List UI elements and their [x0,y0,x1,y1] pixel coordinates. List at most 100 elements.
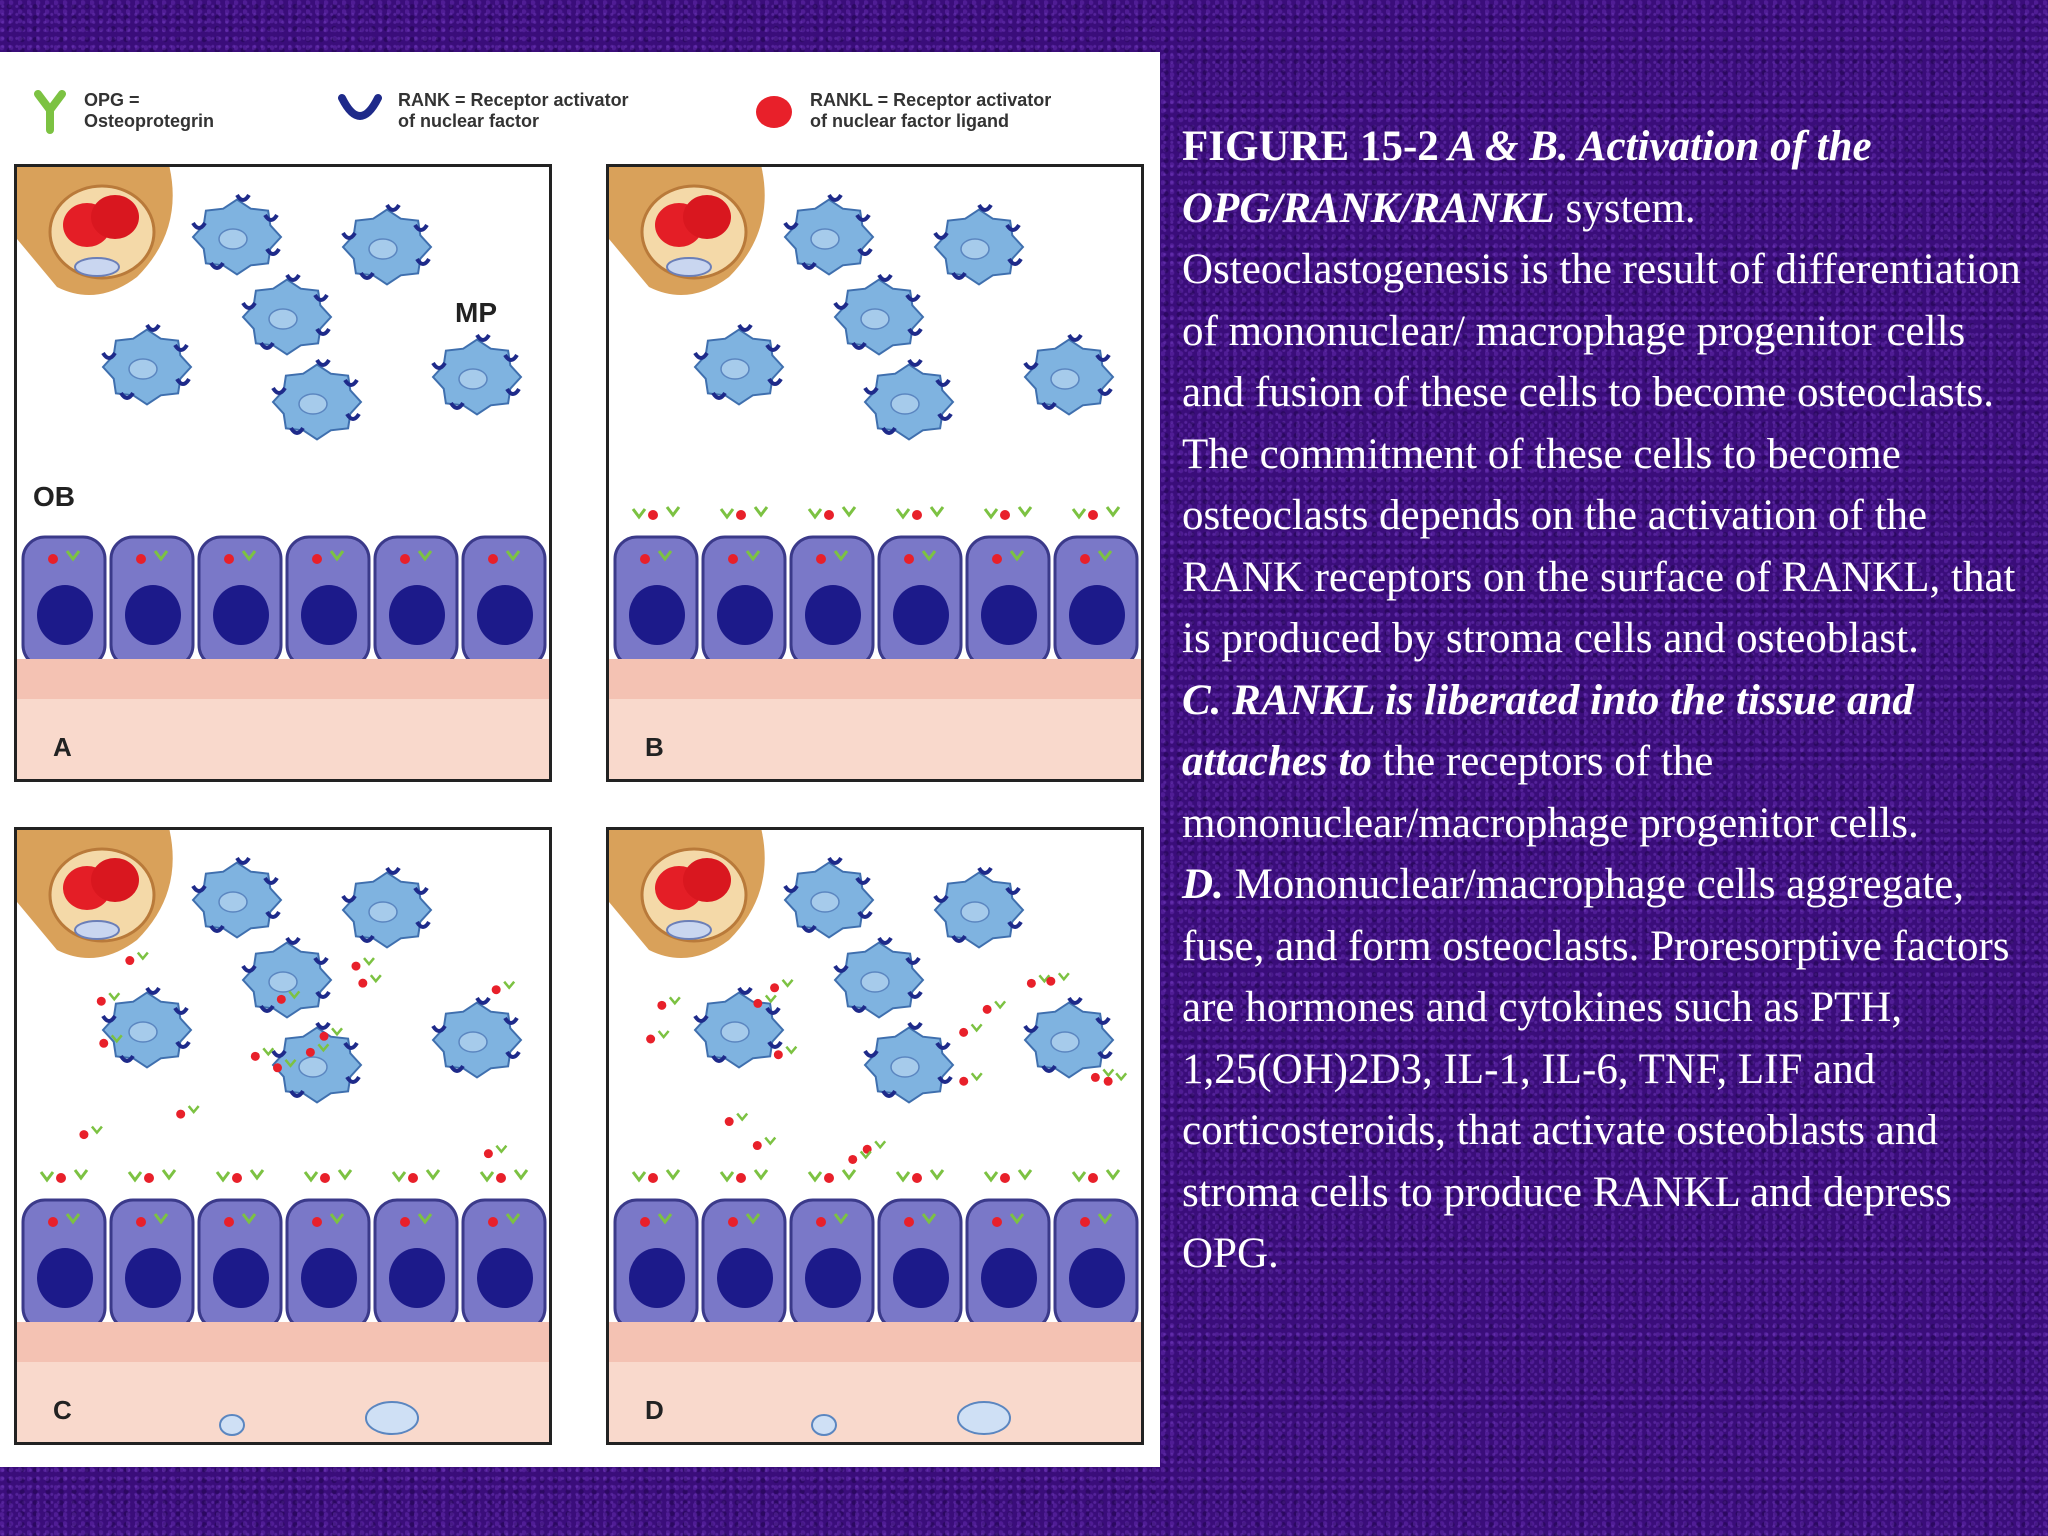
rank-receptor [1097,1050,1113,1059]
rank-receptor [475,333,491,342]
macrophage-cell [101,323,193,406]
free-rankl-ligand [752,1141,762,1151]
macrophage-cell [863,1021,955,1104]
macrophage-cell [863,358,955,441]
figure-image: OPG = Osteoprotegrin RANK = Receptor act… [0,52,1160,1467]
rankl-ligand [816,554,826,564]
rank-receptor [1005,223,1021,232]
caption-d-text: Mononuclear/macrophage cells aggregate, … [1182,861,2010,1277]
free-opg-molecule [719,1171,735,1183]
rank-receptor [449,401,465,410]
free-opg-molecule [807,1171,823,1183]
rank-receptor [415,920,431,929]
free-rankl-ligand [496,1173,506,1183]
free-opg-molecule [1115,1072,1128,1082]
osteoblast-nucleus [213,585,269,645]
rank-receptor [1067,333,1083,342]
rank-receptor [851,1004,867,1013]
free-opg-molecule [1071,1171,1087,1183]
macrophage-cell [783,193,875,276]
free-opg-molecule [479,1171,495,1183]
rank-receptor [343,378,359,387]
free-opg-molecule [668,996,681,1006]
free-opg-molecule [719,508,735,520]
free-opg-molecule [249,1169,265,1181]
rank-receptor [271,386,287,395]
cell-nucleus [810,228,840,250]
rank-receptor [881,1089,897,1098]
rank-receptor [907,990,923,999]
cell-nucleus [268,971,298,993]
rankl-ligand [1080,554,1090,564]
rank-receptor [175,1040,191,1049]
rank-receptor [877,936,893,945]
free-rankl-ligand [912,1173,922,1183]
rank-receptor [505,387,521,396]
cell-nucleus [860,308,890,330]
rank-receptor [877,273,893,282]
rankl-ligand [992,1217,1002,1227]
free-opg-molecule [284,1058,297,1068]
cell-nucleus [128,358,158,380]
free-opg-molecule [764,1136,777,1146]
panel-d-label: D [645,1395,664,1425]
cell-nucleus [890,1056,920,1078]
rank-receptor [259,341,275,350]
macrophage-cell [341,203,433,286]
rankl-ligand [728,554,738,564]
blood-vessel [609,167,765,295]
caption-c-heading: C. RANKL is liberated into the tissue an… [1182,676,1914,786]
rankl-ligand [640,1217,650,1227]
rank-receptor [505,1050,521,1059]
rankl-ligand [312,1217,322,1227]
cell-nucleus [298,1056,328,1078]
rank-receptor [737,986,753,995]
legend: OPG = Osteoprotegrin RANK = Receptor act… [0,52,1160,162]
bone-matrix [17,699,549,779]
rank-receptor [313,293,329,302]
rank-receptor [385,866,401,875]
rank-receptor [851,341,867,350]
rankl-ligand [904,1217,914,1227]
rank-receptor [191,221,207,230]
bone-matrix [17,1362,549,1442]
rank-receptor [359,271,375,280]
macrophage-cell [271,1021,363,1104]
rank-receptor [235,856,251,865]
free-rankl-ligand [657,1000,667,1010]
rank-receptor [101,1014,117,1023]
legend-opg-text: OPG = Osteoprotegrin [84,90,215,131]
legend-rankl-text: RANKL = Receptor activator of nuclear fa… [810,90,1052,131]
rank-receptor [935,378,951,387]
free-opg-molecule [874,1140,887,1150]
cell-nucleus [128,1021,158,1043]
cell-nucleus [368,901,398,923]
rank-receptor [801,261,817,270]
rank-receptor [259,1004,275,1013]
free-rankl-ligand [1088,1173,1098,1183]
rank-receptor [265,247,281,256]
macrophage-cell [1023,996,1115,1079]
rank-receptor [1095,353,1111,362]
cell-nucleus [1050,368,1080,390]
free-rankl-ligand [848,1154,858,1164]
rank-receptor [145,323,161,332]
rank-receptor [263,876,279,885]
bone-matrix [609,1362,1141,1442]
free-rankl-ligand [96,996,106,1006]
panel-d: D [606,827,1144,1445]
panel-b-label: B [645,732,664,762]
rank-receptor [1023,1024,1039,1033]
legend-rank-text: RANK = Receptor activator of nuclear fac… [398,90,629,131]
rank-receptor [449,1064,465,1073]
rank-receptor [503,1016,519,1025]
bone-surface [609,659,1141,699]
free-opg-molecule [503,980,516,990]
rank-receptor [173,1006,189,1015]
rank-receptor [907,358,923,367]
free-opg-molecule [859,1150,872,1160]
rank-receptor [101,351,117,360]
free-rankl-ligand [959,1076,969,1086]
free-rankl-ligand [824,1173,834,1183]
rankl-ligand [224,554,234,564]
